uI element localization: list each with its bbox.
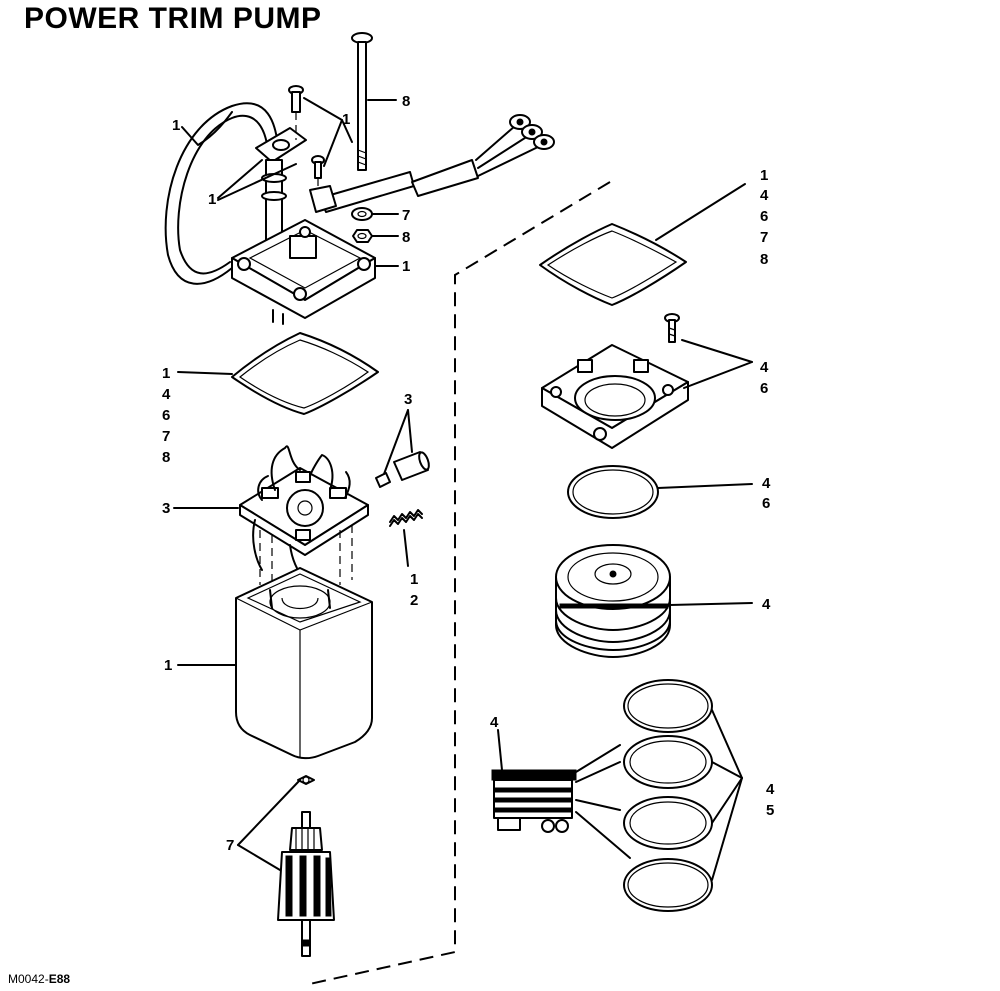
callout-seal-right-2: 4	[760, 187, 769, 204]
terminal-clip	[309, 185, 337, 213]
callout-seal-left-3: 6	[162, 407, 170, 424]
page-title: POWER TRIM PUMP	[24, 2, 322, 35]
callout-washer: 7	[402, 207, 410, 224]
callout-bracket: 1	[208, 191, 216, 208]
callout-seal-right-4: 7	[760, 229, 768, 246]
wire-harness	[319, 114, 555, 213]
callout-end-cap: 1	[402, 258, 410, 275]
callout-spring-1: 1	[410, 571, 418, 588]
callout-bolt: 8	[402, 93, 410, 110]
armature	[277, 775, 335, 957]
callout-screws: 1	[342, 111, 350, 128]
callout-pump-cover-2: 6	[760, 380, 768, 397]
callout-pump-cover-1: 4	[760, 359, 769, 376]
end-cap	[231, 219, 376, 325]
callout-housing: 1	[164, 657, 172, 674]
callout-seal-right-3: 6	[760, 208, 768, 225]
pump-body	[555, 544, 671, 658]
assembly-boundary-line	[304, 181, 611, 986]
seal-left	[231, 332, 379, 415]
callout-o-ring-1: 4	[762, 475, 771, 492]
callout-rings-1: 4	[766, 781, 775, 798]
brush-plate	[239, 445, 369, 590]
callout-seal-left-4: 7	[162, 428, 170, 445]
washer	[351, 207, 373, 221]
callout-spring-2: 2	[410, 592, 418, 609]
figure-code: M0042-E88	[8, 972, 71, 986]
callout-pins: 3	[404, 391, 412, 408]
brush-pins	[375, 451, 430, 488]
callout-brush-plate: 3	[162, 500, 170, 517]
through-bolt	[351, 32, 373, 171]
hose-loop	[164, 102, 280, 285]
callout-gear: 4	[490, 714, 499, 731]
callout-seal-left-2: 4	[162, 386, 171, 403]
leader-lines	[173, 97, 753, 881]
motor-housing	[235, 567, 373, 760]
callout-pump-body: 4	[762, 596, 771, 613]
callout-seal-left-1: 1	[162, 365, 170, 382]
callout-seal-left-5: 8	[162, 449, 170, 466]
seal-right	[539, 223, 687, 306]
callout-rings-2: 5	[766, 802, 774, 819]
callout-seal-right-1: 1	[760, 167, 768, 184]
sealing-rings	[623, 679, 713, 912]
callout-o-ring-2: 6	[762, 495, 770, 512]
pump-cover	[541, 344, 689, 449]
callout-armature: 7	[226, 837, 234, 854]
cover-screw	[664, 313, 680, 343]
callout-seal-right-5: 8	[760, 251, 768, 268]
nut	[352, 229, 373, 243]
brush-spring	[389, 509, 423, 527]
callout-hose: 1	[172, 117, 180, 134]
o-ring	[567, 465, 659, 519]
gear-stack	[491, 744, 631, 859]
callout-nut: 8	[402, 229, 410, 246]
